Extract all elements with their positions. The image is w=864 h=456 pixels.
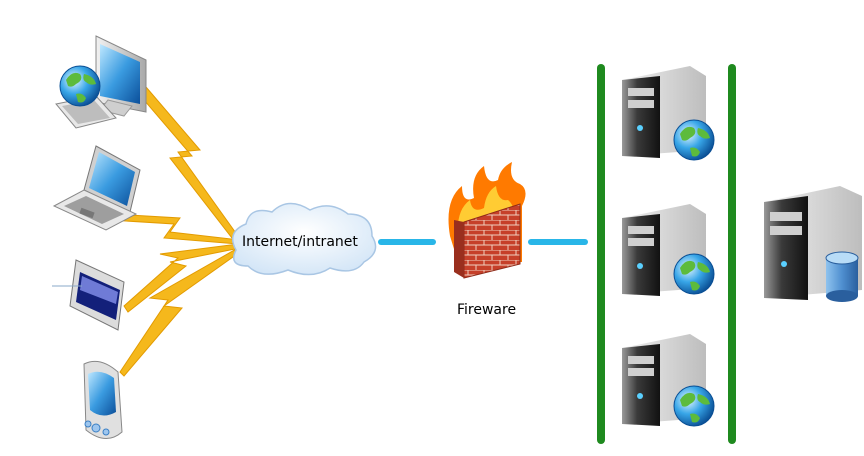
server-icon-2: [622, 204, 715, 296]
firewall-icon: [448, 162, 526, 279]
server-bus-right: [728, 64, 736, 444]
cloud-icon: [231, 202, 377, 276]
server-icon-1: [622, 66, 715, 161]
cloud-label: Internet/intranet: [242, 234, 358, 250]
server-icon-3: [622, 334, 715, 427]
globe-icon: [673, 119, 715, 161]
laptop-computer: [52, 145, 141, 231]
globe-icon: [673, 253, 715, 295]
link-firewall-servers: [528, 239, 588, 245]
desktop-computer: [55, 35, 147, 129]
server-bus-left: [597, 64, 605, 444]
globe-icon: [59, 65, 101, 107]
pda-device: [83, 360, 123, 439]
lightning-desktop: [131, 79, 239, 239]
database-server: [764, 186, 862, 302]
lightning-tablet: [123, 243, 241, 313]
globe-icon: [673, 385, 715, 427]
tablet-device: [52, 259, 125, 331]
firewall-label: Fireware: [457, 302, 517, 318]
link-cloud-firewall: [378, 239, 436, 245]
lightning-links: [109, 79, 241, 377]
database-icon: [825, 251, 859, 302]
